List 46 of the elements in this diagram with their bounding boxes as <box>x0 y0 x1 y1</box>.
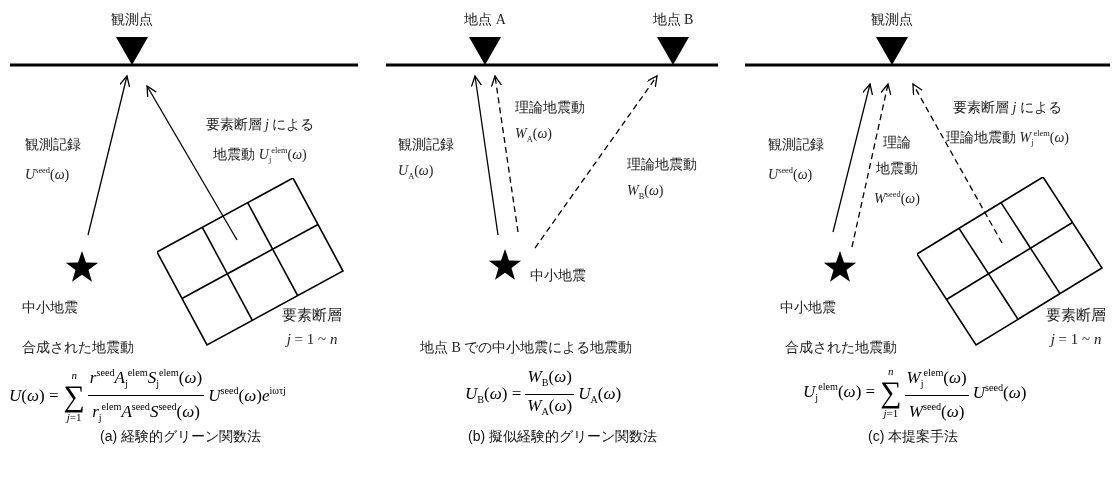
arrow <box>832 83 874 233</box>
station-label: 地点 B <box>651 11 695 29</box>
fraction-numerator: W$_{B}$(ω) <box>525 366 575 396</box>
formula-term: U$^{seed}$(ω)e$^{iωτj}$ <box>208 385 286 406</box>
edge-label: 要素断層 j による地震動 U$_{j}$$^{elem}$(ω) <box>204 116 316 167</box>
station-label: 観測点 <box>870 11 914 29</box>
edge-label: 観測記録 U$^{seed}$(ω) <box>768 136 825 184</box>
edge-label: 観測記録 U$^{seed}$(ω) <box>25 136 82 184</box>
station-label: 観測点 <box>110 11 154 29</box>
figure-caption: (c) 本提案手法 <box>868 428 959 446</box>
fraction-denominator: r$_{j}$$^{elem}$A$^{seed}$S$^{seed}$(ω) <box>91 400 201 426</box>
arrow <box>851 83 892 248</box>
arrow <box>146 85 238 241</box>
formula-term: U(ω) = <box>9 385 59 406</box>
edge-label: 理論地震動 W$^{seed}$(ω) <box>873 134 921 208</box>
edge-label: 観測記録 U$_{A}$(ω) <box>398 136 455 183</box>
result-label: 合成された地震動 <box>22 339 134 357</box>
summation-sign: ∑ <box>63 380 85 411</box>
station-label: 地点 A <box>463 11 507 29</box>
figure-caption: (a) 経験的グリーン関数法 <box>100 428 261 446</box>
formula-term: U$_{A}$(ω) <box>578 384 622 406</box>
formula-term: U$^{seed}$(ω) <box>972 382 1027 403</box>
edge-label: 理論地震動 W$_{B}$(ω) <box>627 156 698 203</box>
summation-limit: n <box>71 368 77 381</box>
earthquake-label: 中小地震 <box>530 267 586 285</box>
fraction-denominator: W$^{seed}$(ω) <box>907 400 966 423</box>
result-label: 合成された地震動 <box>785 339 897 357</box>
fraction-numerator: r$^{seed}$A$_{j}$$^{elem}$S$_{j}$$^{elem}$(ω) <box>87 362 205 397</box>
figure-caption: (b) 擬似経験的グリーン関数法 <box>468 428 657 446</box>
fraction-denominator: W$_{A}$(ω) <box>526 395 574 420</box>
arrow <box>87 75 131 236</box>
edge-label: 要素断層 j による理論地震動 W$_{j}$$^{elem}$(ω) <box>945 99 1070 150</box>
fault-label: 要素断層 j = 1 ~ n <box>1045 306 1107 349</box>
arrow <box>470 75 499 236</box>
arrow <box>912 83 1003 244</box>
formula-term: U$_{j}$$^{elem}$(ω) = <box>803 381 876 404</box>
edge-label: 理論地震動 W$_{A}$(ω) <box>515 99 586 146</box>
summation-limit: n <box>888 365 894 378</box>
earthquake-label: 中小地震 <box>22 299 78 317</box>
fraction-numerator: W$_{j}$$^{elem}$(ω) <box>904 362 969 397</box>
earthquake-label: 中小地震 <box>780 299 836 317</box>
arrow <box>534 75 658 249</box>
result-label: 地点 B での中小地震による地震動 <box>420 339 633 357</box>
fault-label: 要素断層 j = 1 ~ n <box>281 306 343 349</box>
arrow <box>490 75 519 233</box>
formula-term: U$_{B}$(ω) = <box>465 384 522 406</box>
